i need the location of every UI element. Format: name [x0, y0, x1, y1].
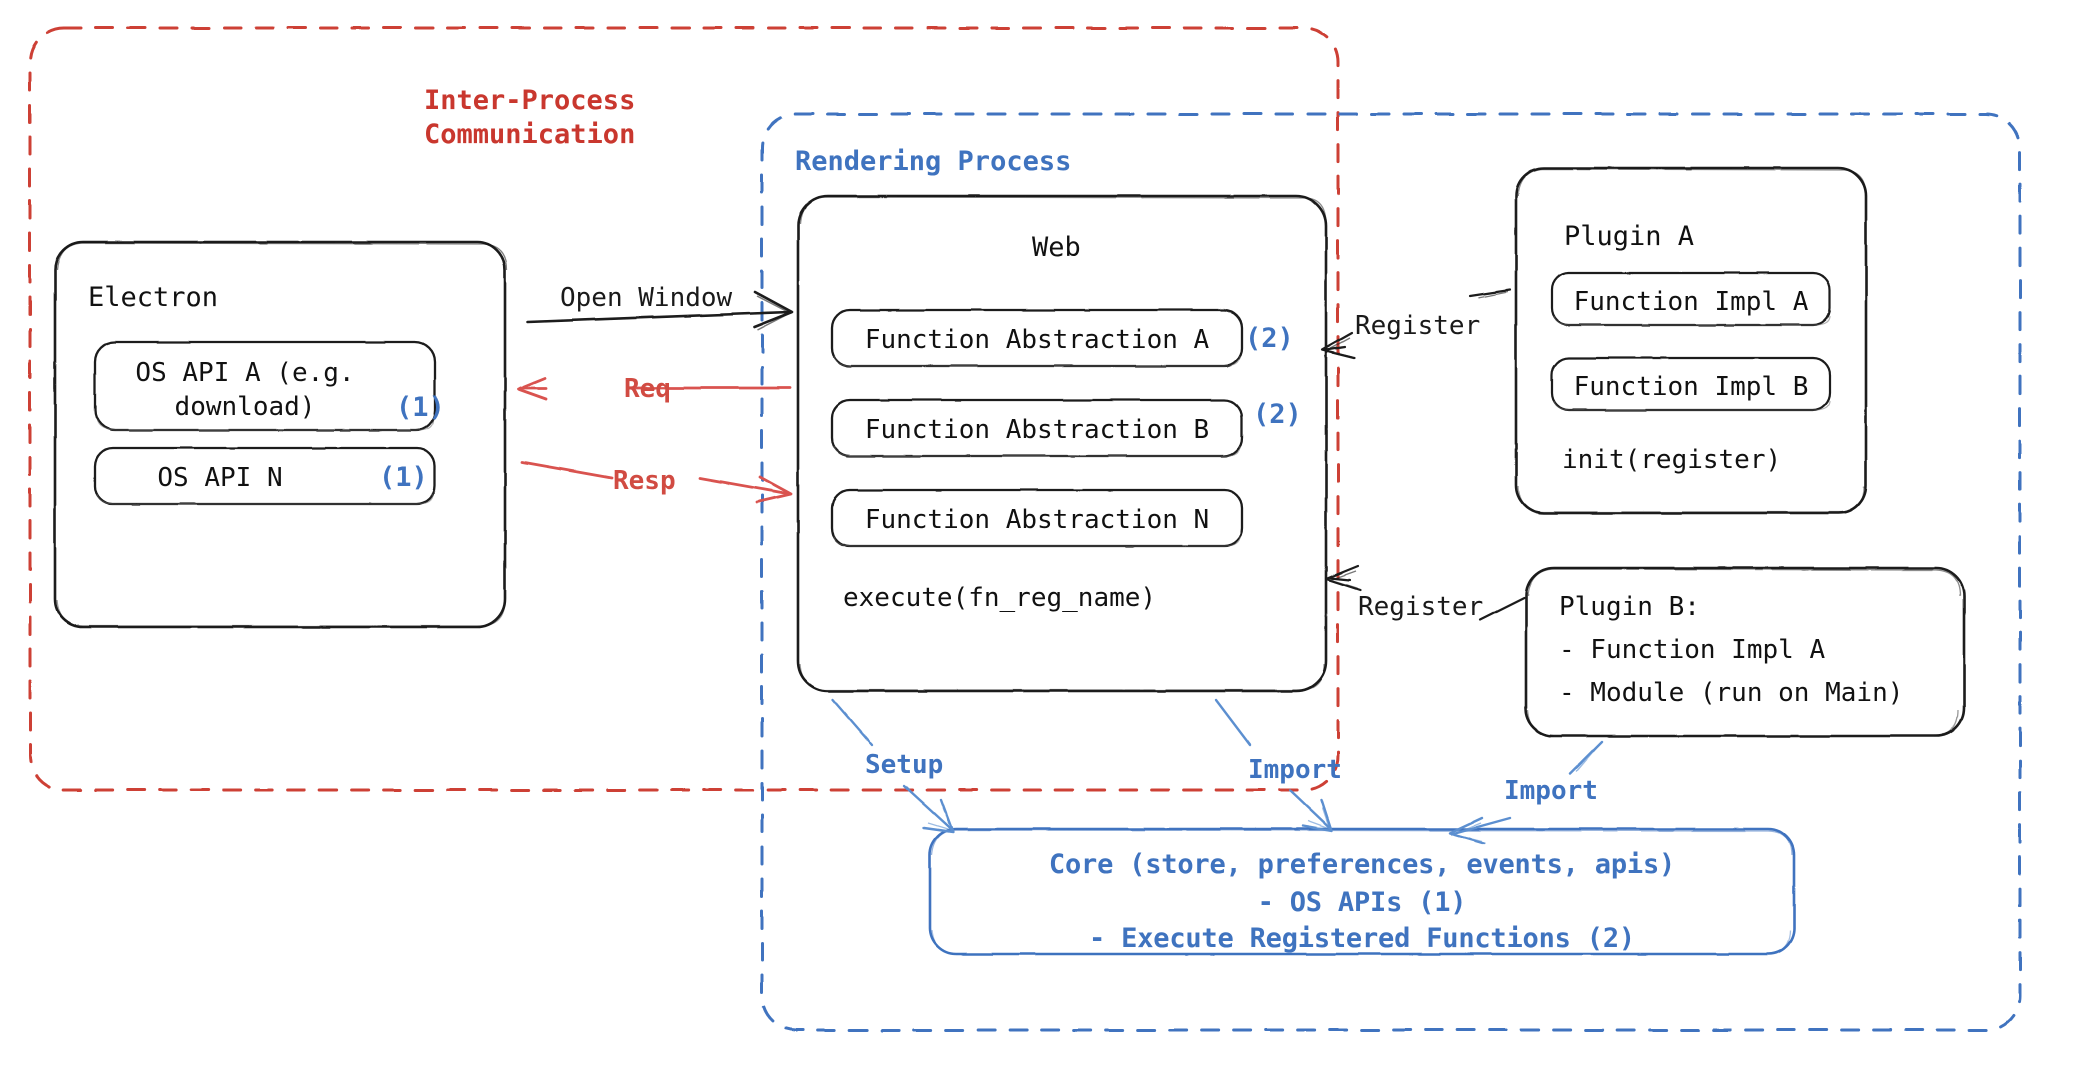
plugin-b-item-0: - Function Impl A [1559, 635, 1826, 665]
plugin-b-box-title: Plugin B: [1559, 592, 1700, 622]
register-top-arrow-label: Register [1355, 311, 1481, 341]
function-impl-a-label: Function Impl A [1573, 287, 1809, 317]
electron-box-title: Electron [88, 282, 219, 313]
function-abstraction-b-label: Function Abstraction B [864, 415, 1210, 445]
function-abstraction-b-badge: (2) [1253, 399, 1302, 430]
resp-arrow-label: Resp [613, 466, 676, 496]
core-line-2: - OS APIs (1) [1257, 887, 1467, 918]
plugin-b-item-1: - Module (run on Main) [1559, 678, 1904, 708]
import-left-arrow-label: Import [1248, 755, 1342, 785]
import-right-arrow-label: Import [1504, 776, 1598, 806]
function-abstraction-a-label: Function Abstraction A [864, 325, 1210, 355]
os-api-a-label-line1: OS API A (e.g. [135, 358, 355, 388]
function-abstraction-n-label: Function Abstraction N [864, 505, 1210, 535]
ipc-region-label-line2: Communication [424, 119, 636, 150]
register-bottom-arrow-label: Register [1358, 592, 1484, 622]
rendering-process-region-label: Rendering Process [795, 146, 1072, 177]
os-api-n-badge: (1) [379, 462, 428, 493]
ipc-region-label-line1: Inter-Process [424, 85, 636, 116]
setup-arrow-label: Setup [865, 750, 944, 780]
os-api-a-label-line2: download) [174, 392, 316, 422]
open-window-arrow-label: Open Window [560, 283, 733, 313]
web-box-footer: execute(fn_reg_name) [843, 583, 1157, 613]
plugin-a-box-title: Plugin A [1564, 221, 1695, 252]
web-box-title: Web [1032, 232, 1081, 263]
core-line-3: - Execute Registered Functions (2) [1089, 923, 1635, 954]
core-line-1: Core (store, preferences, events, apis) [1048, 849, 1676, 880]
function-impl-b-label: Function Impl B [1573, 372, 1809, 402]
os-api-a-badge: (1) [396, 392, 445, 423]
req-arrow-label: Req [624, 374, 671, 404]
plugin-a-box-footer: init(register) [1562, 445, 1782, 475]
os-api-n-label: OS API N [157, 463, 283, 493]
function-abstraction-a-badge: (2) [1245, 323, 1294, 354]
